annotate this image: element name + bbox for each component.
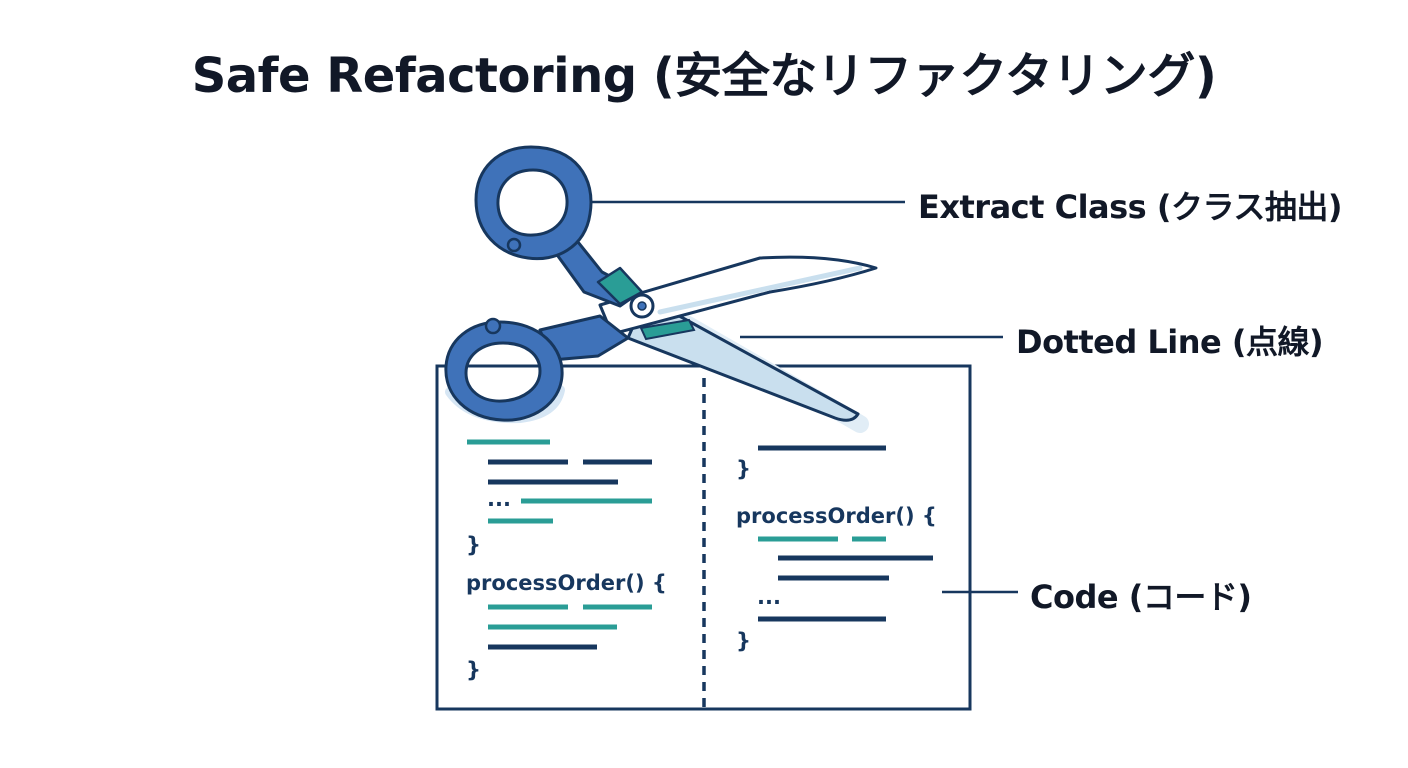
scissors-icon	[444, 145, 878, 433]
dotted-line-label: Dotted Line (点線)	[1016, 323, 1324, 361]
right-function-text: processOrder() {	[736, 504, 937, 528]
extract-class-label: Extract Class (クラス抽出)	[918, 188, 1342, 226]
right-ellipsis-text: ...	[757, 585, 781, 609]
right-brace-close-1: }	[736, 457, 751, 481]
right-code-column: } processOrder() { ... }	[736, 445, 937, 653]
left-brace-close-1: }	[466, 533, 481, 557]
left-function-text: processOrder() {	[466, 571, 667, 595]
left-ellipsis-text: ...	[487, 487, 511, 511]
left-brace-close-2: }	[466, 658, 481, 682]
right-brace-close-2: }	[736, 629, 751, 653]
page-title: Safe Refactoring (安全なリファクタリング)	[191, 48, 1217, 104]
code-label: Code (コード)	[1030, 578, 1252, 616]
left-code-column: ... } processOrder() { }	[466, 439, 667, 682]
